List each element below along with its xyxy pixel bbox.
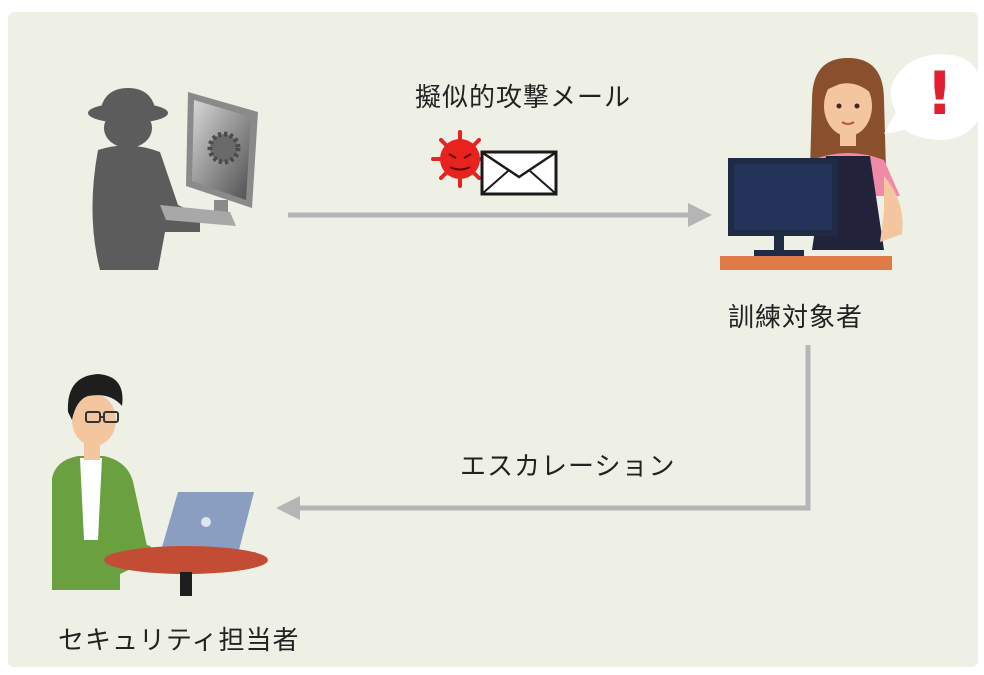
envelope-icon [480, 150, 558, 196]
alert-exclamation-icon: ! [926, 59, 954, 129]
attacker-icon [88, 88, 258, 270]
trainee-label: 訓練対象者 [728, 303, 864, 333]
alert-bubble [884, 54, 984, 140]
escalation-arrow [276, 345, 811, 520]
mock-attack-mail-label: 擬似的攻撃メール [415, 83, 632, 113]
security-staff-icon [52, 374, 268, 596]
virus-icon [431, 130, 489, 188]
mail-arrow [288, 203, 712, 227]
escalation-label: エスカレーション [460, 452, 676, 482]
trainee-icon [720, 58, 903, 270]
security-staff-label: セキュリティ担当者 [58, 626, 300, 656]
